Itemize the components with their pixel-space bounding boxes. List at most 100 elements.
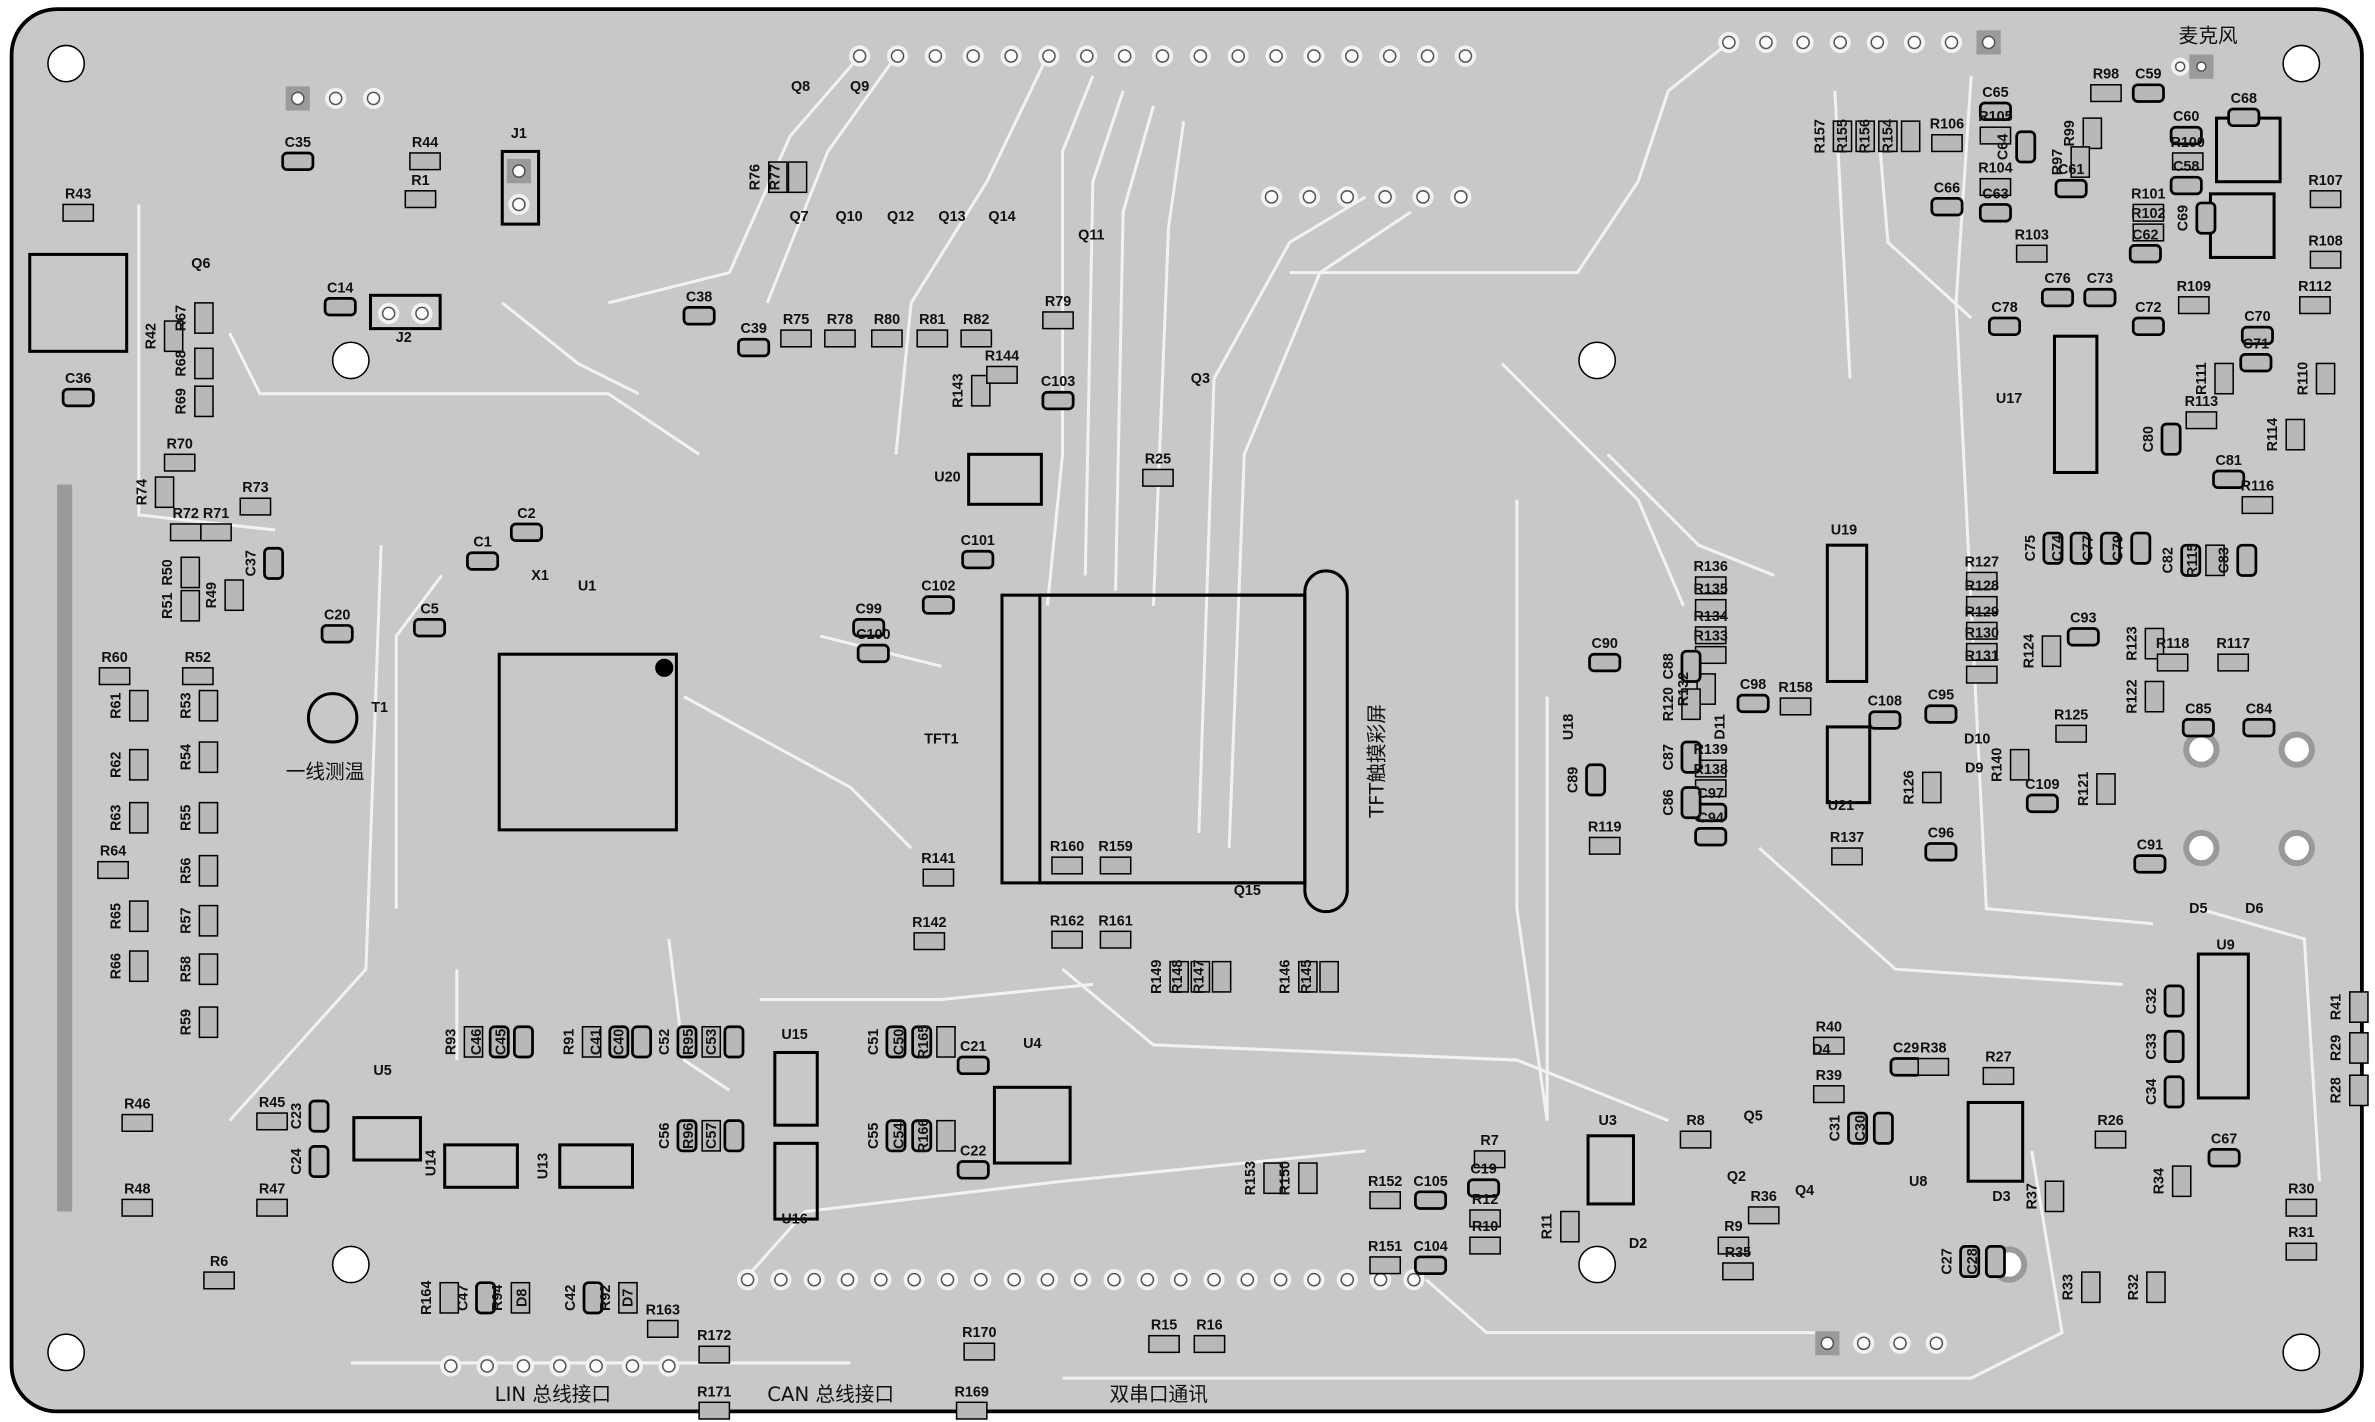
designator-r170: R170 [962, 1325, 996, 1341]
u13-chip [558, 1143, 634, 1189]
through-hole [1264, 190, 1279, 204]
designator-c72: C72 [2135, 300, 2161, 316]
through-hole [366, 91, 381, 106]
designator-c28: C28 [1965, 1248, 1981, 1274]
resistor-footprint [824, 329, 856, 348]
resistor-footprint [2096, 773, 2116, 805]
designator-r70: R70 [166, 436, 192, 452]
resistor-footprint [203, 1271, 235, 1290]
resistor-footprint [181, 667, 214, 686]
resistor-footprint [409, 152, 441, 171]
designator-c36: C36 [65, 371, 91, 387]
designator-r77: R77 [767, 164, 783, 190]
capacitor-footprint [1041, 390, 1075, 411]
designator-x1: X1 [531, 568, 549, 584]
designator-c85: C85 [2185, 701, 2211, 717]
designator-r27: R27 [1985, 1050, 2011, 1066]
resistor-footprint [1142, 468, 1174, 487]
designator-q13: Q13 [938, 209, 965, 225]
trace [1425, 1278, 1820, 1335]
resistor-footprint [2070, 146, 2091, 178]
capacitor-footprint [2131, 83, 2165, 103]
tft-connector [1303, 569, 1349, 914]
designator-c51: C51 [866, 1029, 882, 1055]
capacitor-footprint [2083, 287, 2117, 308]
resistor-footprint [121, 1198, 154, 1217]
trace [667, 938, 731, 1092]
designator-r63: R63 [109, 805, 125, 831]
through-hole [662, 1359, 676, 1373]
resistor-footprint [2090, 84, 2122, 103]
designator-c71: C71 [2243, 336, 2269, 352]
designator-r122: R122 [2124, 679, 2140, 713]
resistor-footprint [200, 523, 232, 542]
resistor-footprint [163, 453, 196, 472]
resistor-footprint [128, 748, 149, 781]
designator-c74: C74 [2050, 535, 2066, 561]
resistor-footprint [198, 953, 219, 986]
resistor-footprint [194, 302, 214, 334]
designator-c14: C14 [327, 280, 353, 296]
designator-q4: Q4 [1795, 1183, 1814, 1199]
resistor-footprint [2156, 653, 2189, 672]
resistor-footprint [701, 1119, 722, 1152]
capacitor-footprint [1680, 786, 1702, 820]
designator-r78: R78 [827, 312, 853, 328]
designator-c67: C67 [2211, 1131, 2237, 1147]
resistor-footprint [1051, 856, 1084, 875]
designator-c5: C5 [420, 601, 438, 617]
capacitor-footprint [2207, 1148, 2241, 1168]
designator-c69: C69 [2176, 205, 2192, 231]
resistor-footprint [1588, 836, 1621, 855]
through-hole [1382, 49, 1397, 63]
resistor-footprint [581, 1025, 602, 1058]
capacitor-footprint [1414, 1190, 1448, 1210]
designator-c73: C73 [2087, 271, 2113, 287]
capacitor-footprint [2015, 130, 2037, 164]
designator-r109: R109 [2177, 279, 2211, 295]
designator-r44: R44 [412, 135, 438, 151]
resistor-footprint [1473, 1150, 1506, 1169]
designator-u8: U8 [1909, 1174, 1927, 1190]
resistor-footprint [1717, 1236, 1750, 1255]
resistor-footprint [1263, 1162, 1283, 1195]
large-pad [2278, 829, 2315, 867]
designator-r160: R160 [1050, 839, 1084, 855]
designator-r95: R95 [681, 1029, 697, 1055]
designator-r139: R139 [1694, 742, 1728, 758]
capacitor-footprint [1868, 710, 1902, 730]
designator-d7: D7 [620, 1289, 636, 1307]
trace [1114, 105, 1155, 591]
through-hole [1454, 190, 1468, 204]
designator-t1: T1 [371, 700, 388, 716]
designator-c75: C75 [2023, 535, 2039, 561]
capacitor-footprint [2131, 316, 2165, 337]
through-hole [512, 197, 526, 212]
through-hole [928, 49, 943, 63]
resistor-footprint [787, 161, 808, 194]
designator-u20: U20 [934, 470, 960, 486]
trace [1606, 453, 1775, 577]
through-hole [1407, 1272, 1421, 1287]
capacitor-footprint [2227, 107, 2261, 128]
capacitor-footprint [2054, 178, 2088, 199]
through-hole [1155, 49, 1170, 63]
capacitor-footprint [281, 151, 315, 171]
designator-c56: C56 [657, 1123, 673, 1149]
u8-chip [1966, 1100, 2025, 1183]
resistor-footprint [2285, 1242, 2318, 1261]
designator-q11: Q11 [1078, 227, 1104, 243]
resistor-footprint [1900, 120, 1921, 153]
capacitor-footprint [2169, 125, 2203, 146]
designator-r146: R146 [1278, 960, 1294, 994]
designator-c64: C64 [1996, 134, 2012, 160]
capacitor-footprint [582, 1281, 604, 1315]
through-hole [840, 1272, 855, 1287]
designator-r68: R68 [174, 350, 190, 376]
designator-c105: C105 [1413, 1174, 1447, 1190]
capacitor-footprint [676, 1025, 698, 1059]
designator-r11: R11 [1540, 1214, 1556, 1240]
designator-u14: U14 [424, 1150, 440, 1176]
through-hole [1820, 1336, 1835, 1351]
